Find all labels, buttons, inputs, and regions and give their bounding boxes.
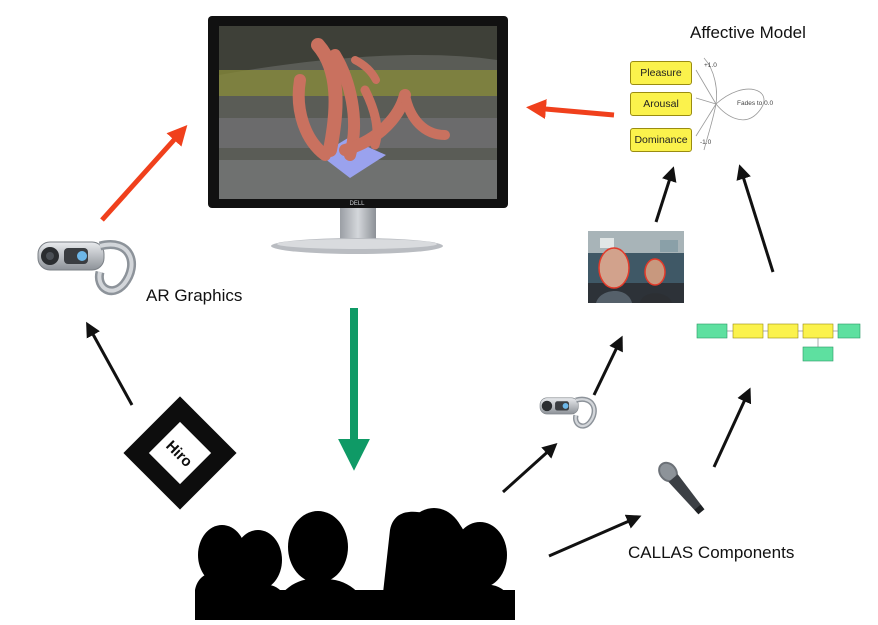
affective-model-curves: [695, 57, 765, 151]
scale-top-label: +1.0: [704, 62, 717, 69]
ar-graphics-label: AR Graphics: [146, 286, 243, 305]
screen-sky: [219, 26, 497, 75]
arrow-marker-to-webcam: [86, 321, 134, 406]
monitor: DELL: [208, 16, 508, 254]
dominance-box: Dominance: [630, 128, 692, 152]
webcam-callas-icon: [539, 396, 597, 429]
pleasure-box: Pleasure: [630, 61, 692, 85]
face-tracking-photo: [588, 231, 684, 303]
arrow-audience-to-webcam: [501, 442, 558, 494]
arousal-box: Arousal: [630, 92, 692, 116]
arrow-microphone-to-flow: [712, 387, 752, 468]
tracked-face-2: [644, 258, 666, 286]
callas-flow-diagram: [696, 323, 861, 362]
screen-band: [219, 70, 497, 96]
fades-note: Fades to 0.0: [737, 100, 774, 107]
scale-bottom-label: -1.0: [700, 139, 712, 146]
audience-silhouettes: [195, 508, 515, 620]
ar-coral-figure: [292, 38, 450, 161]
arrow-flow-to-model: [736, 164, 775, 273]
arrow-photo-to-model: [654, 166, 677, 223]
arrow-audience-to-microphone: [548, 514, 642, 558]
microphone-icon: [658, 461, 705, 515]
arrow-webcam-to-monitor: [100, 125, 188, 222]
hiro-marker: Hiro: [123, 396, 237, 510]
arrows: [86, 99, 775, 558]
webcam-ar-icon: [37, 240, 137, 296]
affective-model-label: Affective Model: [690, 23, 806, 42]
arrow-model-to-monitor: [526, 99, 615, 120]
arrow-webcam-to-photo: [592, 335, 623, 396]
monitor-brand: DELL: [349, 201, 365, 207]
tracked-face-1: [598, 247, 630, 289]
callas-components-label: CALLAS Components: [628, 543, 795, 562]
